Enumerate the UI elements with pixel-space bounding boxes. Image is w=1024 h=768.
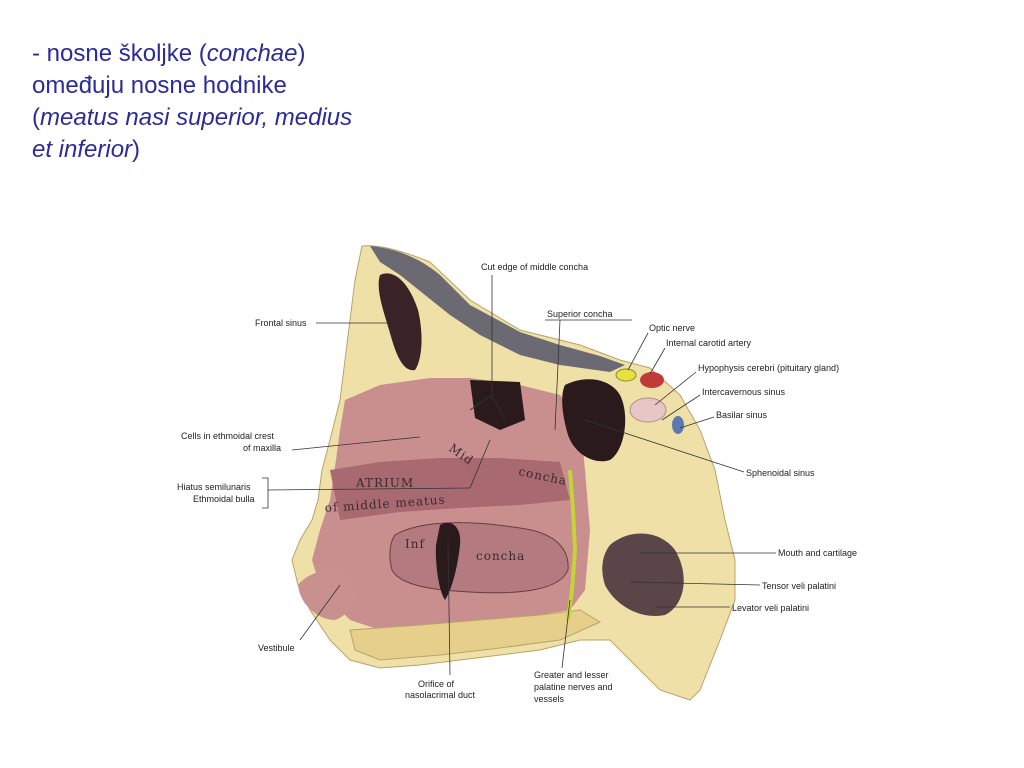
annotation-labels: Cut edge of middle concha Superior conch… (177, 262, 857, 704)
hard-palate (349, 609, 602, 661)
label-intercavernous: Intercavernous sinus (702, 387, 786, 397)
leader-superior-concha-down (554, 319, 561, 431)
label-orifice-1: Orifice of (418, 679, 455, 689)
label-palatine-3: vessels (534, 694, 565, 704)
label-ethmoidal-crest-1: Cells in ethmoidal crest (181, 431, 275, 441)
label-hiatus: Hiatus semilunaris (177, 482, 251, 492)
bracket-hiatus-bulla (262, 477, 269, 509)
leader-orifice (447, 539, 451, 676)
inferior-concha-shape (389, 522, 569, 594)
label-optic-nerve: Optic nerve (649, 323, 695, 333)
optic-nerve-shape (615, 368, 637, 382)
label-mouth-cartilage: Mouth and cartilage (778, 548, 857, 558)
leader-cut-edge-a (469, 394, 493, 411)
leader-hiatus (267, 487, 471, 491)
text-line-4-suffix: ) (132, 136, 141, 163)
label-ethmoidal-crest-2: of maxilla (243, 443, 281, 453)
label-cut-edge: Cut edge of middle concha (481, 262, 588, 272)
basilar-shape (672, 416, 684, 434)
text-meatus: meatus nasi superior, medius (40, 104, 353, 131)
label-superior-concha: Superior concha (547, 309, 613, 319)
text-line-3-prefix: ( (32, 104, 40, 131)
leader-optic (627, 332, 649, 371)
leader-tensor (629, 581, 761, 586)
text-et-inferior: et inferior (32, 136, 133, 163)
text-line-4: et inferior) (32, 134, 432, 166)
label-basilar: Basilar sinus (716, 410, 768, 420)
leader-palatine (561, 599, 571, 669)
region-concha-inf: concha (476, 549, 525, 563)
leader-basilar (679, 416, 715, 429)
label-hypophysis: Hypophysis cerebri (pituitary gland) (698, 363, 839, 373)
leader-sphenoidal (584, 419, 745, 473)
label-palatine-1: Greater and lesser (534, 670, 609, 680)
region-inf: Inf (405, 537, 425, 551)
carotid-shape (640, 372, 664, 388)
text-line-3: (meatus nasi superior, medius (32, 102, 432, 134)
sphenoid-cavity (562, 379, 626, 462)
label-tensor: Tensor veli palatini (762, 581, 836, 591)
palatine-nerve (566, 469, 578, 621)
leader-cut-edge-b (491, 394, 506, 421)
label-frontal-sinus: Frontal sinus (255, 318, 307, 328)
pituitary-shape (629, 397, 667, 423)
label-vestibule: Vestibule (258, 643, 295, 653)
frontal-sinus-shape (378, 273, 422, 371)
slide-text: - nosne školjke (conchae) omeđuju nosne … (32, 38, 432, 166)
cranium-band (370, 246, 625, 372)
leader-vestibule (299, 584, 341, 641)
text-line-2: omeđuju nosne hodnike (32, 72, 287, 99)
text-line-1: - nosne školjke (conchae) (32, 38, 432, 70)
text-line-1-suffix: ) (297, 40, 306, 67)
anatomy-illustration (291, 245, 736, 701)
leader-hypophysis (654, 371, 697, 406)
label-orifice-2: nasolacrimal duct (405, 690, 476, 700)
text-line-1-prefix: - nosne školjke ( (32, 40, 207, 67)
middle-meatus-shade (330, 458, 570, 520)
pharynx-muscle (602, 533, 684, 616)
label-internal-carotid: Internal carotid artery (666, 338, 752, 348)
leader-ethmoid-crest (291, 436, 421, 451)
leader-lines (262, 275, 776, 676)
label-palatine-2: palatine nerves and (534, 682, 613, 692)
label-bulla: Ethmoidal bulla (193, 494, 255, 504)
leader-carotid (649, 347, 666, 375)
label-sphenoidal: Sphenoidal sinus (746, 468, 815, 478)
leader-intercavernous (661, 394, 701, 421)
text-conchae: conchae (206, 40, 298, 67)
region-atrium: ATRIUM (355, 476, 414, 490)
vestibule-nostril (298, 570, 355, 620)
leader-hiatus-up (469, 439, 491, 489)
label-levator: Levator veli palatini (732, 603, 809, 613)
